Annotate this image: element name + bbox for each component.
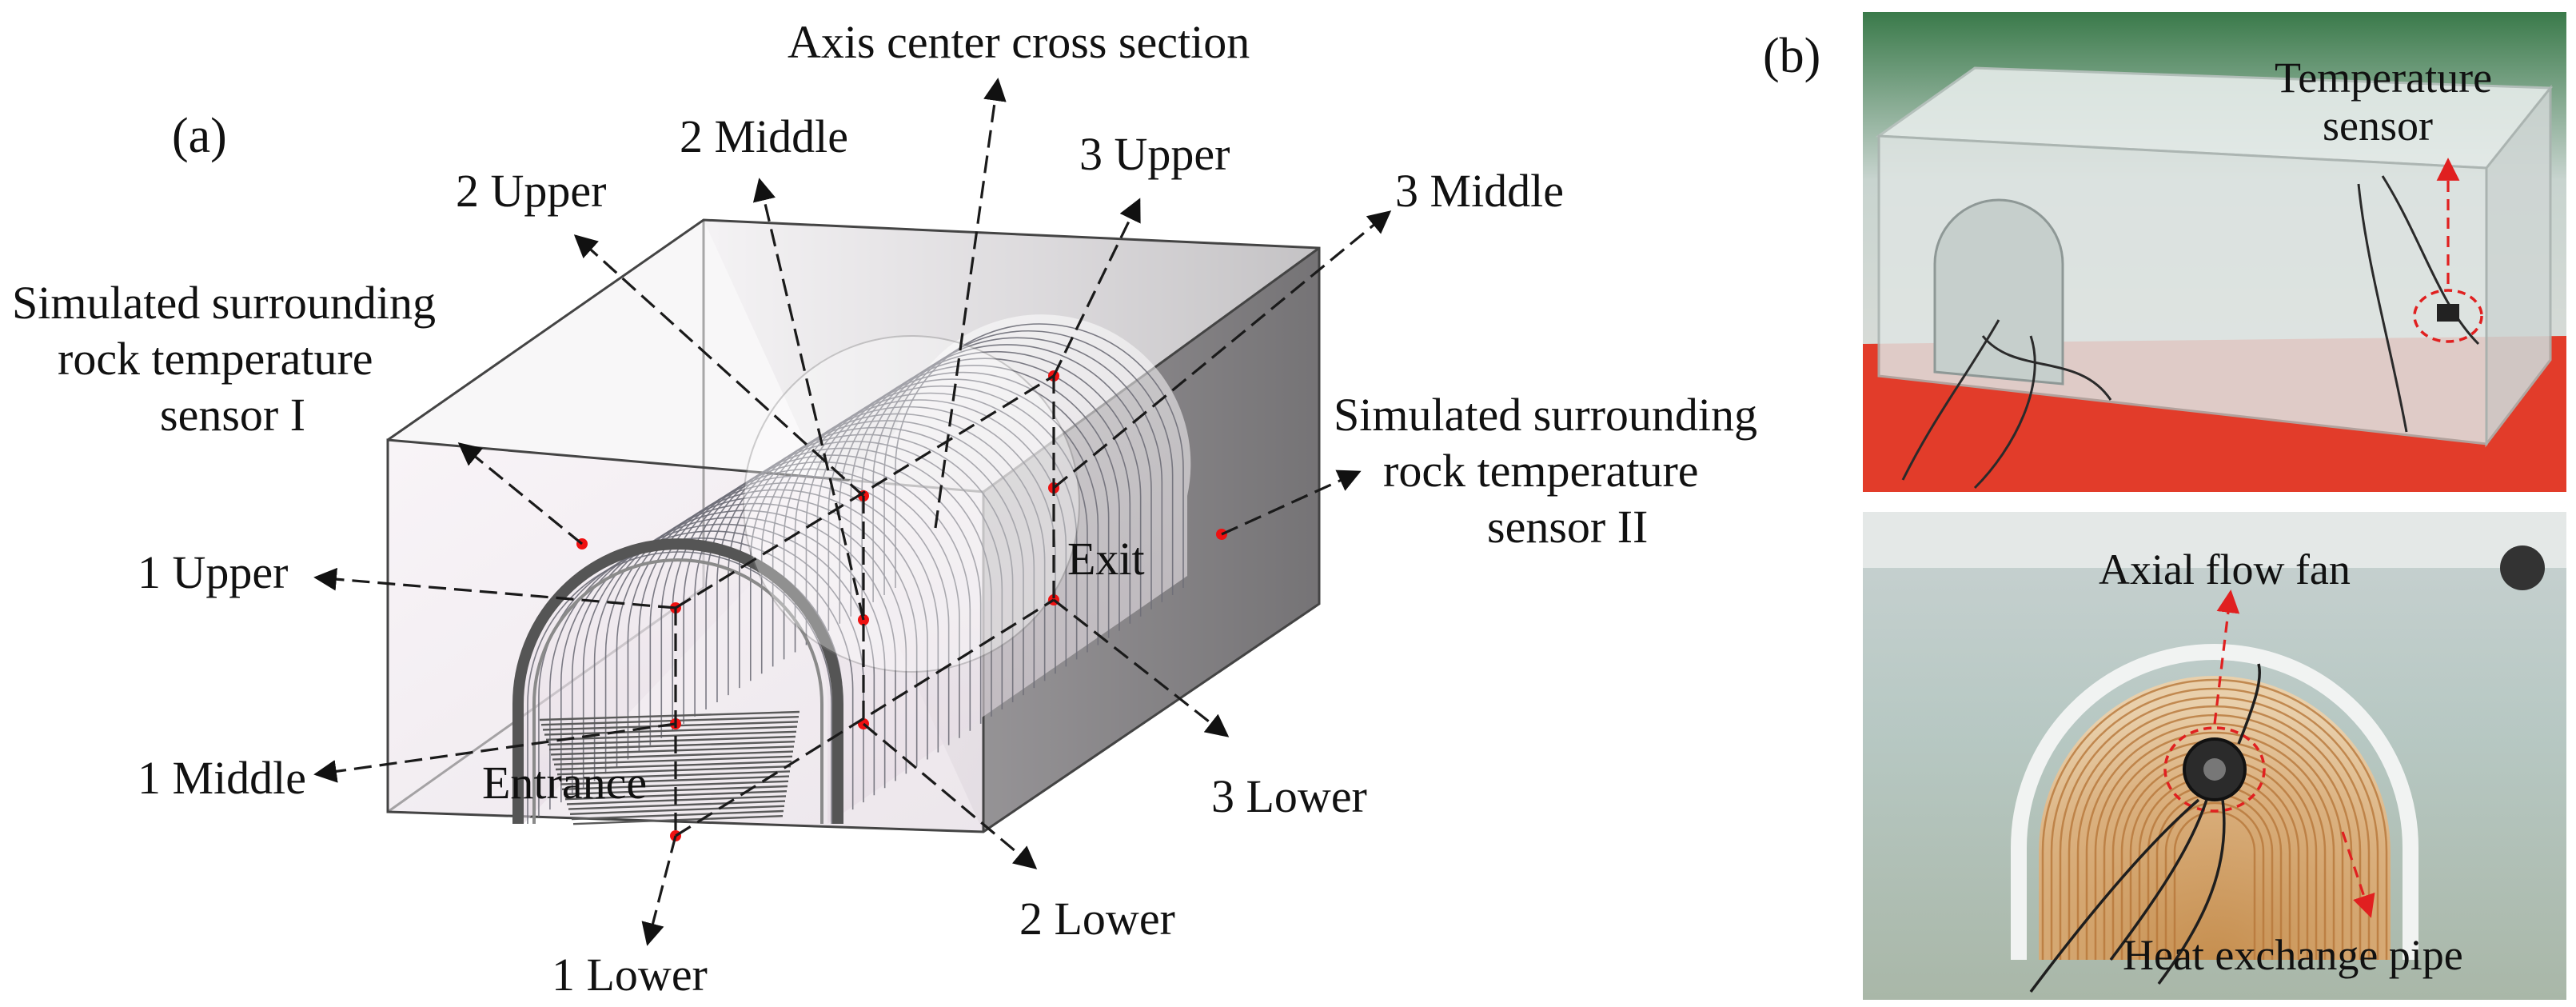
- floor-slat: [561, 780, 789, 790]
- label-heat-exchange-pipe: Heat exchange pipe: [2123, 931, 2463, 979]
- fan-highlight: [2163, 726, 2266, 813]
- photo-bottom-arch: [2011, 644, 2418, 960]
- tunnel-ring: [883, 330, 1174, 595]
- floor-slat: [544, 725, 798, 736]
- floor-slat: [572, 815, 784, 825]
- label-1-upper: 1 Upper: [138, 546, 288, 598]
- tunnel-ring: [616, 496, 918, 767]
- label-3-lower: 3 Lower: [1211, 770, 1367, 822]
- floor-slat: [547, 735, 796, 746]
- photo-bottom-port: [2500, 545, 2545, 590]
- label-2-middle: 2 Middle: [680, 110, 848, 162]
- tunnel-ring: [861, 344, 1152, 609]
- tunnel-floor-slats: [539, 710, 800, 825]
- photo-top-box-side: [2485, 84, 2552, 448]
- tunnel-ring: [839, 358, 1131, 624]
- label-3-upper: 3 Upper: [1079, 128, 1230, 180]
- label-axial-flow-fan: Axial flow fan: [2099, 545, 2351, 593]
- label-temperature-sensor-line2: sensor: [2323, 102, 2433, 150]
- panel-label-b: (b): [1763, 29, 1820, 83]
- tunnel-ring: [593, 509, 896, 781]
- label-temperature-sensor-line1: Temperature: [2275, 54, 2492, 102]
- panel-label-a: (a): [172, 109, 227, 163]
- temperature-sensor-icon: [2437, 304, 2459, 322]
- label-exit: Exit: [1067, 533, 1145, 585]
- label-1-lower: 1 Lower: [552, 949, 708, 1001]
- label-entrance: Entrance: [482, 757, 647, 809]
- model-diagram: (a) Axis center cross section 2 Upper 2 …: [12, 16, 1757, 1001]
- label-2-lower: 2 Lower: [1019, 893, 1175, 945]
- pipe-coil: [2041, 678, 2388, 960]
- floor-slat: [555, 760, 792, 771]
- label-sensor2-line3: sensor II: [1487, 501, 1648, 553]
- tunnel-ring: [582, 517, 886, 789]
- floor-slat: [539, 710, 800, 721]
- pipe-coil: [2059, 696, 2371, 960]
- photo-bottom-wires: [2029, 663, 2262, 993]
- label-sensor1-line2: rock temperature: [58, 333, 373, 385]
- floor-slat: [560, 775, 790, 785]
- photo-top: Temperature sensor: [1863, 12, 2566, 492]
- fan-arrow: [2213, 589, 2240, 725]
- floor-slat: [552, 750, 794, 761]
- model-top-face: [388, 220, 1319, 492]
- label-2-upper: 2 Upper: [456, 165, 606, 217]
- pipe-coil: [2068, 705, 2362, 960]
- floor-slat: [550, 745, 795, 756]
- floor-slat: [540, 716, 800, 726]
- floor-slat: [545, 730, 797, 741]
- label-sensor1-line3: sensor I: [160, 389, 305, 441]
- label-axis-center: Axis center cross section: [788, 16, 1250, 68]
- tunnel-ring: [783, 392, 1078, 660]
- tunnel-ring: [794, 386, 1088, 653]
- axial-flow-fan-hub: [2203, 758, 2226, 781]
- leader-lines: [313, 78, 1392, 946]
- pipe-arrow: [2341, 831, 2375, 918]
- label-1-middle: 1 Middle: [138, 752, 306, 804]
- floor-slat: [548, 741, 796, 751]
- floor-slat: [553, 755, 793, 765]
- tunnel-ring: [872, 338, 1163, 602]
- sensor-highlight: [2413, 289, 2483, 343]
- floor-slat: [569, 805, 785, 815]
- pipe-coil: [2094, 731, 2335, 960]
- label-sensor2-line2: rock temperature: [1383, 445, 1699, 497]
- tunnel-ring: [660, 468, 960, 738]
- photo-top-wires: [1901, 175, 2480, 490]
- tunnel-ring: [560, 530, 864, 803]
- tunnel-ring: [549, 537, 854, 810]
- tunnel-body: [524, 314, 1191, 825]
- photo-top-tunnel-opening: [1933, 198, 2064, 386]
- label-3-middle: 3 Middle: [1395, 165, 1564, 217]
- floor-slat: [571, 809, 784, 821]
- label-sensor1-line1: Simulated surrounding: [12, 277, 436, 329]
- tunnel-ring: [850, 350, 1142, 617]
- tunnel-tube: [512, 314, 1191, 825]
- floor-slat: [556, 765, 792, 776]
- diagram-labels: (a) Axis center cross section 2 Upper 2 …: [12, 16, 1757, 1001]
- entrance-arch: [512, 538, 843, 824]
- floor-slat: [568, 800, 786, 810]
- axis-center-section: [743, 335, 1080, 673]
- tunnel-ring: [627, 489, 928, 760]
- tunnel-ring: [895, 323, 1184, 588]
- pipe-coil: [2164, 801, 2265, 960]
- label-sensor2-line1: Simulated surrounding: [1334, 389, 1757, 441]
- pipe-coil: [2050, 687, 2379, 960]
- photo-bottom-top-band: [1863, 512, 2566, 568]
- photo-bottom: Axial flow fan Heat exchange pipe: [1863, 512, 2566, 1000]
- tunnel-ring: [527, 551, 832, 824]
- tunnel-ring: [827, 365, 1120, 631]
- entrance-arch-inner: [532, 558, 823, 824]
